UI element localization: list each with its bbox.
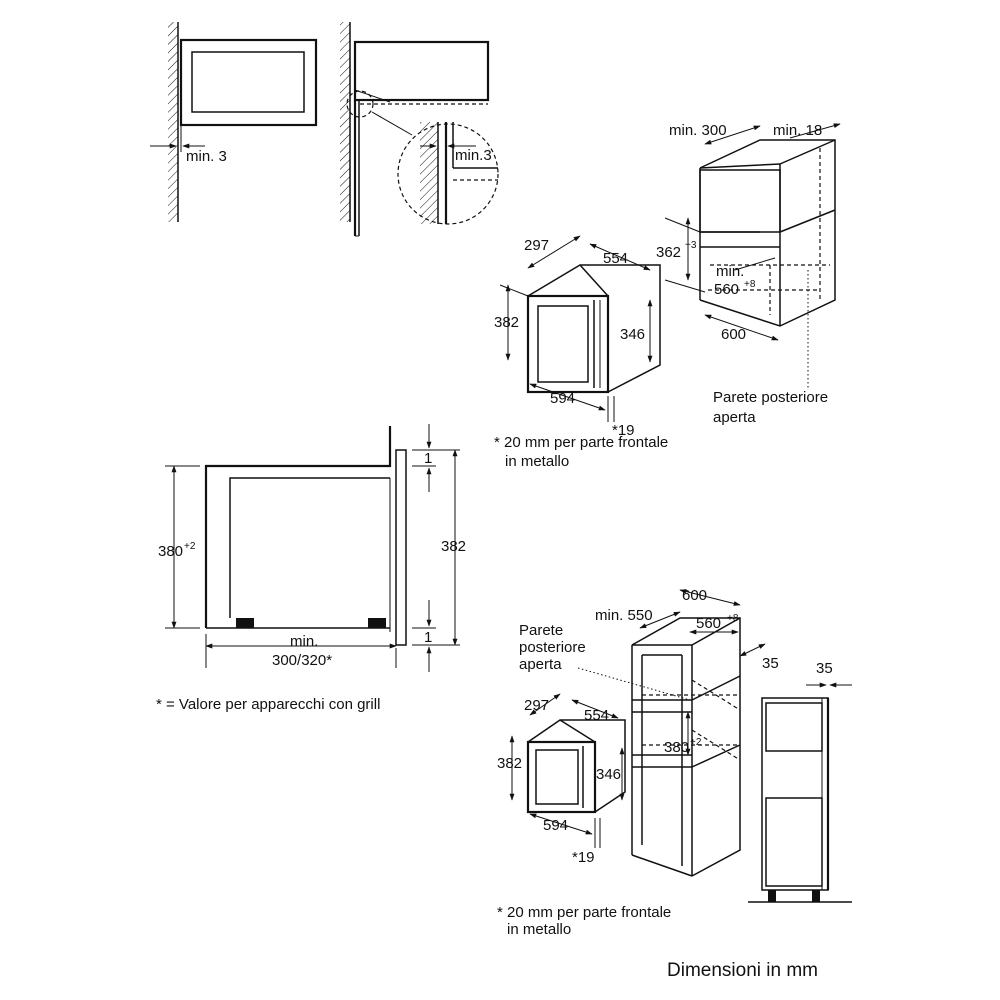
tall-side-label: 35 [762, 655, 779, 672]
tall-inner-width-label: 560 [696, 615, 721, 632]
gap-top-label: 1 [424, 450, 432, 467]
niche-height-tolerance: +2 [184, 541, 196, 552]
oven-bottom-inner-height: 346 [596, 766, 621, 783]
min-depth-prefix: min. [290, 633, 318, 650]
oven-top-height: 382 [494, 314, 519, 331]
oven-top-note-line1: * 20 mm per parte frontale [494, 434, 668, 451]
side-right-label: 35 [816, 660, 833, 677]
tall-side-section: 35 [748, 660, 852, 903]
cabinet-depth-label: 600 [721, 326, 746, 343]
oven-bottom-depth: 297 [524, 697, 549, 714]
oven-top-depth: 297 [524, 237, 549, 254]
open-back-line2: aperta [713, 409, 756, 426]
oven-top-front-width: 594 [550, 390, 575, 407]
min-width-value: 560 [714, 281, 739, 298]
oven-top-front-offset: *19 [612, 422, 635, 439]
tall-open-back-line3: aperta [519, 656, 562, 673]
tall-open-back-line1: Parete [519, 622, 563, 639]
tall-cabinet: 600 min. 550 560 +8 35 380 +2 Parete pos… [519, 587, 779, 877]
oven-bottom-3d: 297 554 382 346 594 *19 * 20 mm per part… [497, 693, 671, 938]
tall-inner-width-tolerance: +8 [727, 613, 739, 624]
min-gap-detail-label: min.3 [455, 147, 492, 164]
oven-top-width: 554 [603, 250, 628, 267]
tall-niche-height-tolerance: +2 [690, 737, 702, 748]
tall-niche-height-label: 380 [664, 739, 689, 756]
cabinet-height-label: 362 [656, 244, 681, 261]
tall-depth-label: 600 [682, 587, 707, 604]
oven-top-inner-height: 346 [620, 326, 645, 343]
oven-bottom-front-offset: *19 [572, 849, 595, 866]
min-top-label: min. 300 [669, 122, 727, 139]
grill-note: * = Valore per apparecchi con grill [156, 696, 380, 713]
open-back-line1: Parete posteriore [713, 389, 828, 406]
oven-bottom-height: 382 [497, 755, 522, 772]
tall-open-back-line2: posteriore [519, 639, 586, 656]
tall-min-depth-label: min. 550 [595, 607, 653, 624]
oven-top-note-line2: in metallo [505, 453, 569, 470]
cabinet-height-tolerance: +3 [685, 240, 697, 251]
min-width-prefix: min. [716, 263, 744, 280]
wall-cabinet: min. 300 min. 18 362 +3 min. 560 +8 600 … [656, 122, 841, 426]
oven-top-3d: 297 554 382 346 594 *19 * 20 mm per part… [494, 235, 668, 470]
oven-bottom-note-line1: * 20 mm per parte frontale [497, 904, 671, 921]
oven-bottom-front-width: 594 [543, 817, 568, 834]
min-side-label: min. 18 [773, 122, 822, 139]
front-view-wall: min. 3 [150, 22, 318, 222]
gap-bottom-label: 1 [424, 629, 432, 646]
units-footer: Dimensioni in mm [667, 960, 818, 981]
min-gap-front-label: min. 3 [186, 148, 227, 165]
min-width-tolerance: +8 [744, 279, 756, 290]
oven-bottom-note-line2: in metallo [507, 921, 571, 938]
side-section: 380 +2 382 1 1 min. 300/320* * = Valore … [156, 424, 466, 713]
niche-height-label: 380 [158, 543, 183, 560]
side-view-detail: min.3 [340, 22, 499, 237]
oven-bottom-width: 554 [584, 707, 609, 724]
min-depth-value: 300/320* [272, 652, 332, 669]
total-height-label: 382 [441, 538, 466, 555]
